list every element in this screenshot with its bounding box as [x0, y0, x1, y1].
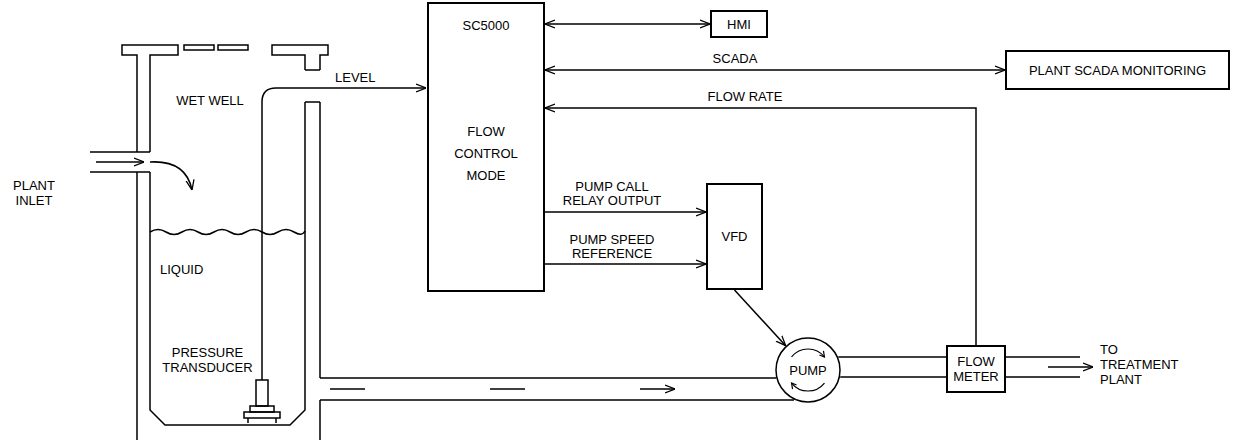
transducer-label: PRESSURE TRANSDUCER [160, 345, 255, 375]
signal-label: PUMP SPEED REFERENCE [560, 233, 664, 261]
controller-box: SC5000FLOW CONTROL MODE [427, 2, 545, 292]
node-body: FLOW CONTROL MODE [446, 121, 526, 187]
node-title: PUMP [789, 363, 827, 378]
inlet-fall-arrow [150, 162, 192, 190]
wet-well-label: WET WELL [165, 93, 255, 108]
well-cover-slab [218, 45, 248, 50]
signal-label: SCADA [698, 52, 772, 66]
rotation-arc [792, 349, 825, 357]
node-title: HMI [727, 17, 751, 32]
flow-meter-box: FLOW METER [946, 345, 1006, 393]
node-title: VFD [722, 229, 748, 244]
wet-well-wall [122, 45, 328, 440]
pump-circle: PUMP [775, 337, 841, 403]
destination-label: TO TREATMENT PLANT [1100, 342, 1182, 387]
level-signal-cable [262, 88, 426, 380]
rotation-arrow-head [792, 383, 797, 389]
discharge-pipe [838, 357, 946, 377]
transducer-base [244, 412, 280, 418]
discharge-flow-arrow [1048, 366, 1093, 368]
signal-line [735, 290, 786, 346]
rotation-arrow-head [819, 351, 824, 357]
inlet-pipe [90, 152, 150, 172]
signal-label: PUMP CALL RELAY OUTPUT [560, 180, 664, 208]
suction-flow-arrow [330, 388, 675, 390]
vfd-box: VFD [706, 183, 763, 290]
signal-line [545, 263, 706, 265]
signal-label: FLOW RATE [698, 90, 792, 104]
liquid-surface [150, 230, 305, 235]
node-title: PLANT SCADA MONITORING [1029, 63, 1206, 78]
liquid-label: LIQUID [160, 262, 230, 277]
transducer-body [256, 380, 268, 406]
signal-line [545, 69, 1005, 71]
signal-line [545, 211, 706, 213]
suction-pipe [320, 378, 794, 400]
signal-line [545, 23, 710, 25]
rotation-arc [792, 383, 825, 391]
node-title: FLOW METER [951, 354, 1001, 384]
scada-box: PLANT SCADA MONITORING [1005, 50, 1230, 90]
well-cover-slab [184, 45, 214, 50]
inlet-flow-arrow [96, 161, 144, 163]
signal-line [545, 108, 976, 345]
pump-casing [776, 338, 840, 402]
transducer-feet [248, 418, 276, 423]
signal-label: LEVEL [335, 70, 395, 85]
hmi-box: HMI [710, 10, 768, 38]
transducer-flange [250, 406, 274, 412]
inlet-label: PLANT INLET [6, 178, 62, 208]
node-title: SC5000 [463, 18, 510, 33]
